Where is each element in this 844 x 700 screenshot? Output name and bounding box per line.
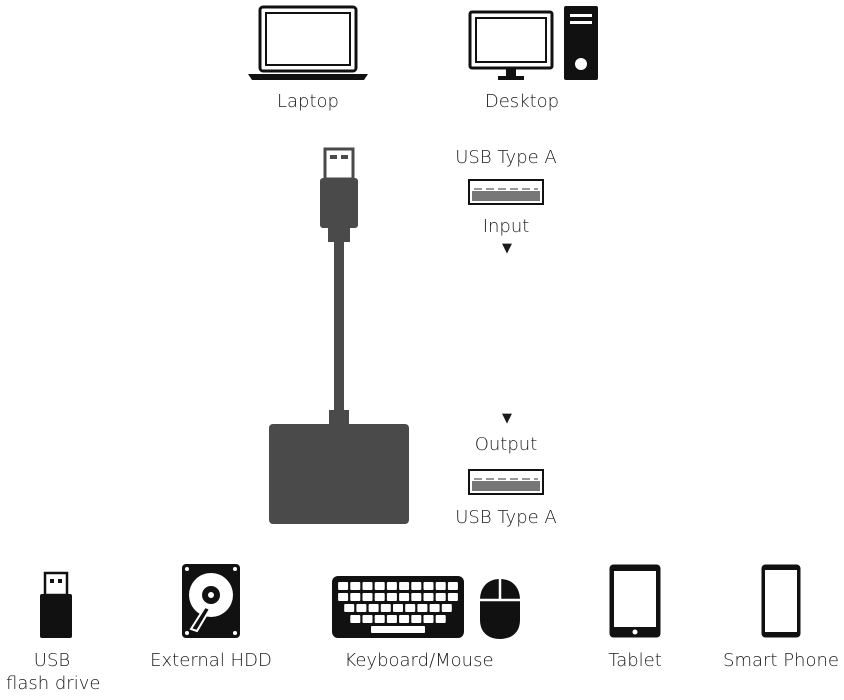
desktop-icon: [468, 6, 598, 80]
keyboard-key: [435, 615, 446, 623]
keyboard-key: [399, 615, 410, 623]
keyboard-key: [447, 593, 458, 601]
keyboard-key: [368, 604, 379, 612]
usb-adapter-illustration: [269, 147, 409, 524]
keyboard-key: [386, 582, 397, 590]
keyboard-key: [411, 582, 422, 590]
keyboard-key: [429, 604, 440, 612]
usb-flash-drive-icon: [40, 571, 72, 638]
keyboard-key: [350, 615, 361, 623]
keyboard-key: [411, 593, 422, 601]
keyboard-key: [350, 582, 361, 590]
keyboard-key: [356, 604, 367, 612]
smart-phone-icon: [761, 564, 801, 638]
keyboard-key: [435, 582, 446, 590]
tablet-icon: [609, 564, 661, 638]
keyboard-key: [423, 593, 434, 601]
keyboard-key: [386, 615, 397, 623]
keyboard-key: [344, 604, 355, 612]
keyboard-key: [441, 604, 452, 612]
keyboard-icon: [332, 576, 464, 638]
keyboard-spacebar: [371, 626, 425, 633]
keyboard-key: [423, 615, 434, 623]
keyboard-key: [338, 593, 349, 601]
keyboard-key: [435, 593, 446, 601]
keyboard-key: [362, 593, 373, 601]
keyboard-mouse-label: Keyboard/Mouse: [344, 650, 494, 671]
keyboard-key: [399, 582, 410, 590]
keyboard-key: [362, 615, 373, 623]
tablet-label: Tablet: [608, 650, 662, 671]
desktop-label: Desktop: [484, 91, 560, 112]
keyboard-key: [405, 604, 416, 612]
keyboard-key: [399, 593, 410, 601]
usb-flash-drive-label-line1: USB: [33, 650, 71, 671]
input-label: Input: [482, 216, 530, 237]
keyboard-key: [447, 582, 458, 590]
keyboard-key: [380, 604, 391, 612]
keyboard-key: [423, 582, 434, 590]
laptop-icon: [248, 5, 368, 80]
usb-flash-drive-label-line2: flash drive: [6, 673, 101, 694]
output-type-label: USB Type A: [455, 507, 557, 528]
keyboard-key: [362, 582, 373, 590]
keyboard-key: [417, 604, 428, 612]
keyboard-key: [411, 615, 422, 623]
external-hdd-icon: [182, 564, 240, 638]
mouse-icon: [480, 579, 520, 639]
keyboard-key: [374, 582, 385, 590]
input-type-label: USB Type A: [455, 147, 557, 168]
external-hdd-label: External HDD: [150, 650, 272, 671]
keyboard-key: [338, 582, 349, 590]
output-label: Output: [474, 434, 538, 455]
keyboard-key: [350, 593, 361, 601]
usb-port-input-icon: [468, 179, 544, 205]
laptop-label: Laptop: [277, 91, 339, 112]
output-arrow-icon: ▼: [502, 411, 512, 426]
smart-phone-label: Smart Phone: [723, 650, 839, 671]
keyboard-key: [393, 604, 403, 612]
keyboard-key: [374, 593, 385, 601]
keyboard-key: [386, 593, 397, 601]
keyboard-key: [374, 615, 385, 623]
input-arrow-icon: ▼: [502, 241, 512, 256]
usb-port-output-icon: [468, 469, 544, 495]
